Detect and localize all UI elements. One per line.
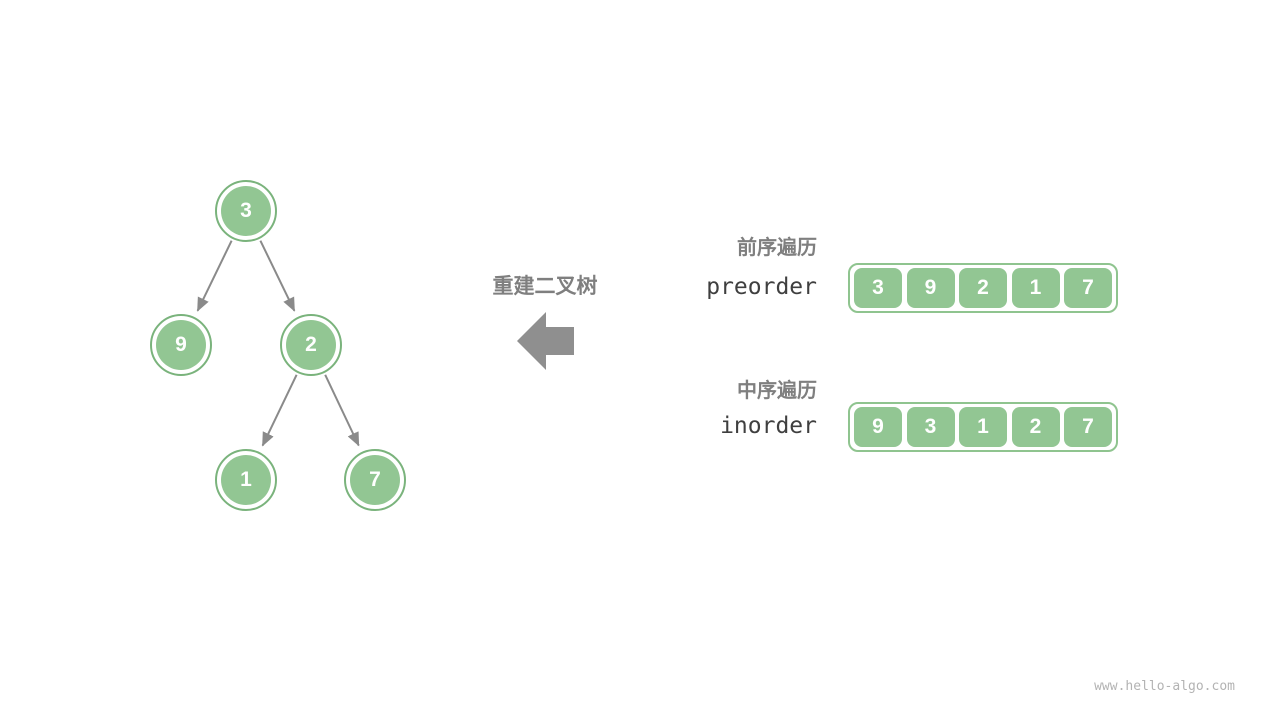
array-cell: 2 <box>1011 407 1060 447</box>
tree-node-value: 9 <box>156 320 206 370</box>
tree-edge-2-7 <box>324 374 360 447</box>
tree-node-right-left: 1 <box>215 449 277 511</box>
tree-node-value: 7 <box>350 455 400 505</box>
inorder-label-en: inorder <box>720 413 817 439</box>
tree-edge-3-9 <box>196 240 233 312</box>
transform-label: 重建二叉树 <box>492 275 598 298</box>
array-cell: 3 <box>854 268 902 308</box>
array-cell: 2 <box>959 268 1007 308</box>
tree-edge-3-2 <box>259 240 296 312</box>
array-cell: 9 <box>854 407 902 447</box>
watermark: www.hello-algo.com <box>1094 679 1235 694</box>
left-arrow-icon <box>517 312 574 370</box>
tree-node-root: 3 <box>215 180 277 242</box>
array-cell: 1 <box>1011 268 1060 308</box>
preorder-array: 3 9 2 1 7 <box>848 263 1118 313</box>
preorder-label-zh: 前序遍历 <box>737 237 817 259</box>
inorder-array: 9 3 1 2 7 <box>848 402 1118 452</box>
tree-node-right-right: 7 <box>344 449 406 511</box>
tree-node-value: 1 <box>221 455 271 505</box>
preorder-label-en: preorder <box>706 274 817 300</box>
tree-node-value: 2 <box>286 320 336 370</box>
array-cell: 3 <box>906 407 955 447</box>
tree-edge-2-1 <box>261 374 298 447</box>
array-cell: 1 <box>959 407 1007 447</box>
tree-node-value: 3 <box>221 186 271 236</box>
array-cell: 7 <box>1064 407 1112 447</box>
array-cell: 9 <box>906 268 955 308</box>
tree-node-left: 9 <box>150 314 212 376</box>
array-cell: 7 <box>1064 268 1112 308</box>
inorder-label-zh: 中序遍历 <box>737 380 817 402</box>
tree-node-right: 2 <box>280 314 342 376</box>
